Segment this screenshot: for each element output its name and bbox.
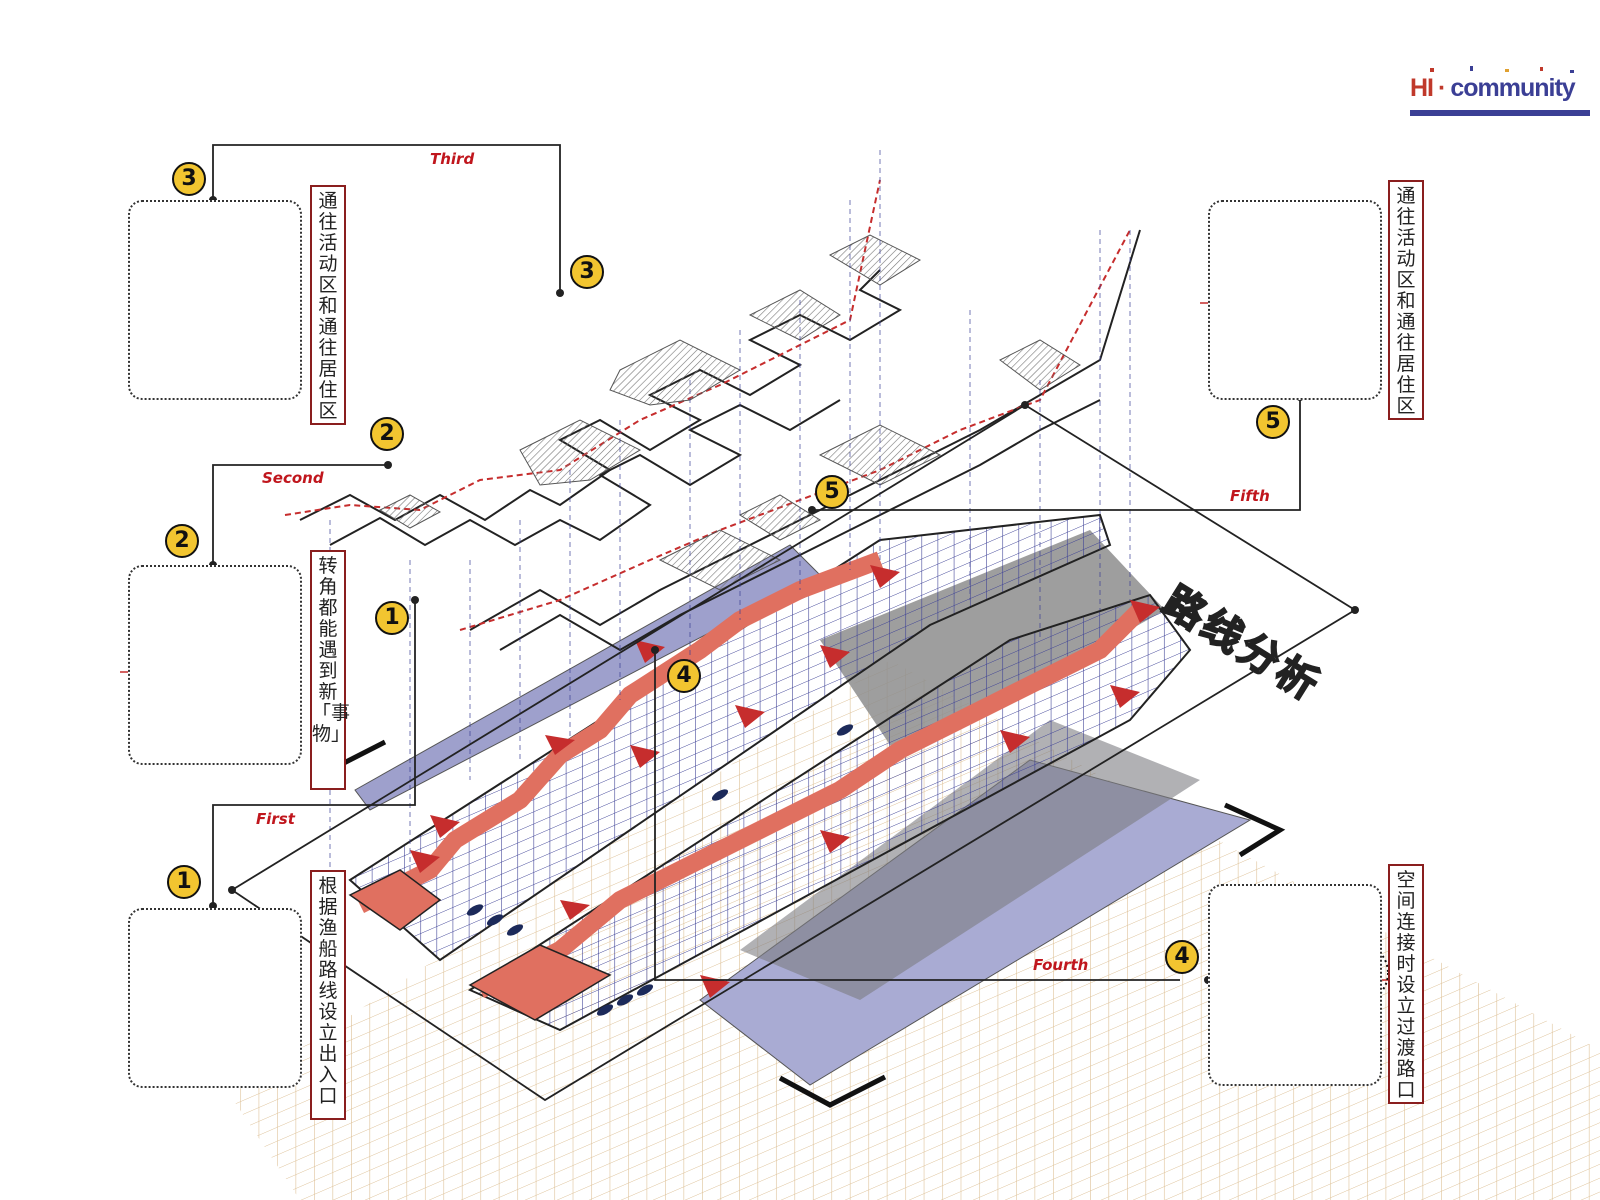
panel-2 [128, 565, 302, 765]
entry-plaza-back [348, 869, 442, 931]
panel-3 [128, 200, 302, 400]
shadow-back [820, 530, 1165, 760]
badge-4-panel: 4 [1165, 940, 1199, 974]
confetti-decoration [1430, 66, 1574, 73]
note-4: 空间连接时设立过渡路口 [1388, 864, 1424, 1104]
boats [466, 724, 854, 1016]
note-1: 根据渔船路线设立出入口 [310, 870, 346, 1120]
badge-2-panel: 2 [165, 524, 199, 558]
hi-community-logo: HI·community [1410, 66, 1592, 120]
frame-brackets [338, 739, 1286, 1108]
badge-5-panel: 5 [1256, 405, 1290, 439]
shadow-front [740, 720, 1200, 1000]
logo-text: HI·community [1410, 74, 1576, 103]
badge-1-panel: 1 [167, 865, 201, 899]
route-back [355, 551, 884, 914]
badge-3-panel: 3 [172, 162, 206, 196]
logo-word: community [1450, 74, 1575, 102]
step-label-fifth: Fifth [1230, 487, 1270, 505]
route-front [475, 603, 1147, 999]
badge-2-diagram: 2 [370, 417, 404, 451]
panel-1 [128, 908, 302, 1088]
projection-lines [329, 150, 1131, 880]
step-label-second: Second [262, 469, 324, 487]
note-3: 通往活动区和通往居住区 [310, 185, 346, 425]
entry-plaza [468, 944, 612, 1021]
badge-1-diagram: 1 [375, 601, 409, 635]
logo-dot: · [1438, 74, 1446, 102]
note-2: 转角都能遇到新「事物」 [310, 550, 350, 790]
logo-hi: HI [1410, 74, 1434, 102]
panel-5 [1208, 200, 1382, 400]
step-label-third: Third [430, 150, 475, 168]
panel-4 [1208, 884, 1382, 1086]
badge-4-diagram: 4 [667, 659, 701, 693]
note-5: 通往活动区和通往居住区 [1388, 180, 1424, 420]
step-label-first: First [256, 810, 295, 828]
badge-3-diagram: 3 [570, 255, 604, 289]
badge-5-diagram: 5 [815, 475, 849, 509]
step-label-fourth: Fourth [1033, 956, 1089, 974]
logo-bar [1410, 110, 1590, 116]
